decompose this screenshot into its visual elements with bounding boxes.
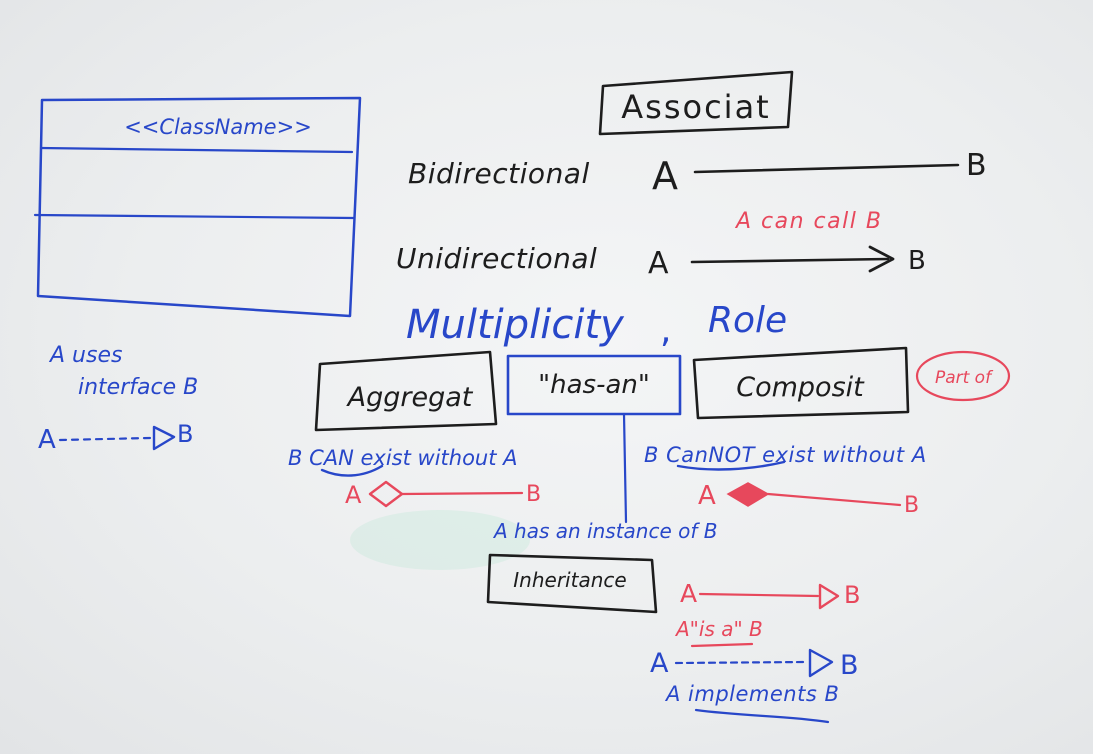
- composition-arrow-from: A: [698, 481, 716, 511]
- unidirectional-line: [690, 257, 890, 264]
- class-box-divider-1: [39, 146, 354, 154]
- composition-note: B CanNOT exist without A: [644, 443, 927, 467]
- role-text: Role: [708, 300, 787, 341]
- aggregation-line: [400, 491, 524, 496]
- interface-open-triangle: [152, 425, 176, 451]
- aggregation-box: [314, 350, 498, 432]
- implements-underline: [694, 708, 830, 724]
- interface-arrow-to: B: [177, 420, 193, 448]
- bidirectional-to: B: [966, 148, 987, 183]
- interface-note-line1: A uses: [48, 343, 122, 368]
- association-title: Associat: [621, 88, 770, 126]
- board-glare: [350, 510, 530, 570]
- has-a-section: "has-an" A has an instance of B: [492, 354, 717, 543]
- inheritance-open-triangle: [818, 583, 840, 610]
- inheritance-arrow-to: B: [844, 581, 860, 609]
- aggregation-note: B CAN exist without A: [288, 446, 518, 470]
- inheritance-section: Inheritance A B A"is a" B A B A implemen…: [486, 553, 860, 724]
- aggregation-section: Aggregat B CAN exist without A A B: [288, 350, 541, 509]
- aggregation-hollow-diamond: [368, 480, 404, 508]
- multiplicity-text: Multiplicity: [406, 302, 625, 348]
- association-title-box: [598, 70, 794, 136]
- association-section: Associat Bidirectional A B A can call B …: [396, 70, 987, 281]
- aggregation-can-underline: [320, 464, 384, 477]
- composition-line: [766, 492, 902, 507]
- has-a-connector: [622, 412, 628, 524]
- interface-note: A uses interface B A B: [38, 343, 198, 455]
- inheritance-box: [486, 553, 658, 614]
- unidirectional-from: A: [648, 246, 669, 281]
- implements-arrow-from: A: [650, 648, 669, 679]
- composition-cannot-underline: [676, 460, 786, 471]
- interface-dashed-line: [58, 436, 152, 442]
- multiplicity-role: Multiplicity , Role: [406, 300, 787, 351]
- class-stereotype: <<ClassName>>: [124, 115, 312, 139]
- isa-note: A"is a" B: [674, 617, 763, 641]
- implements-dashed-line: [674, 660, 808, 665]
- unidirectional-note: A can call B: [734, 209, 882, 234]
- interface-arrow-from: A: [38, 425, 56, 455]
- implements-note: A implements B: [664, 682, 839, 706]
- part-of-badge: Part of: [935, 368, 994, 388]
- unidirectional-to: B: [908, 246, 926, 276]
- unidirectional-arrowhead: [868, 245, 895, 273]
- unidirectional-label: Unidirectional: [396, 242, 597, 275]
- class-box-outline: [36, 96, 362, 318]
- aggregation-box-label: Aggregat: [346, 382, 474, 413]
- part-of-badge-outline: [915, 350, 1011, 402]
- bidirectional-label: Bidirectional: [408, 157, 590, 190]
- composition-box-label: Composit: [736, 372, 865, 403]
- multiplicity-comma: ,: [660, 310, 671, 351]
- class-box: <<ClassName>>: [33, 96, 362, 318]
- composition-filled-diamond: [726, 482, 770, 507]
- bidirectional-from: A: [652, 154, 678, 198]
- composition-section: Composit Part of B CanNOT exist without …: [644, 346, 1011, 518]
- isa-underline: [690, 642, 754, 648]
- composition-arrow-to: B: [904, 493, 919, 518]
- has-a-box: [506, 354, 682, 416]
- implements-arrow-to: B: [840, 650, 859, 681]
- implements-open-triangle: [808, 648, 834, 678]
- interface-note-line2: interface B: [78, 375, 198, 400]
- has-a-box-label: "has-an": [538, 370, 650, 400]
- inheritance-box-label: Inheritance: [513, 568, 626, 592]
- inheritance-line: [698, 592, 820, 598]
- inheritance-arrow-from: A: [680, 579, 697, 608]
- composition-box: [692, 346, 910, 420]
- aggregation-arrow-to: B: [526, 482, 541, 507]
- aggregation-arrow-from: A: [345, 481, 362, 509]
- bidirectional-line: [693, 163, 960, 174]
- has-a-note: A has an instance of B: [492, 519, 717, 543]
- class-box-divider-2: [33, 213, 356, 220]
